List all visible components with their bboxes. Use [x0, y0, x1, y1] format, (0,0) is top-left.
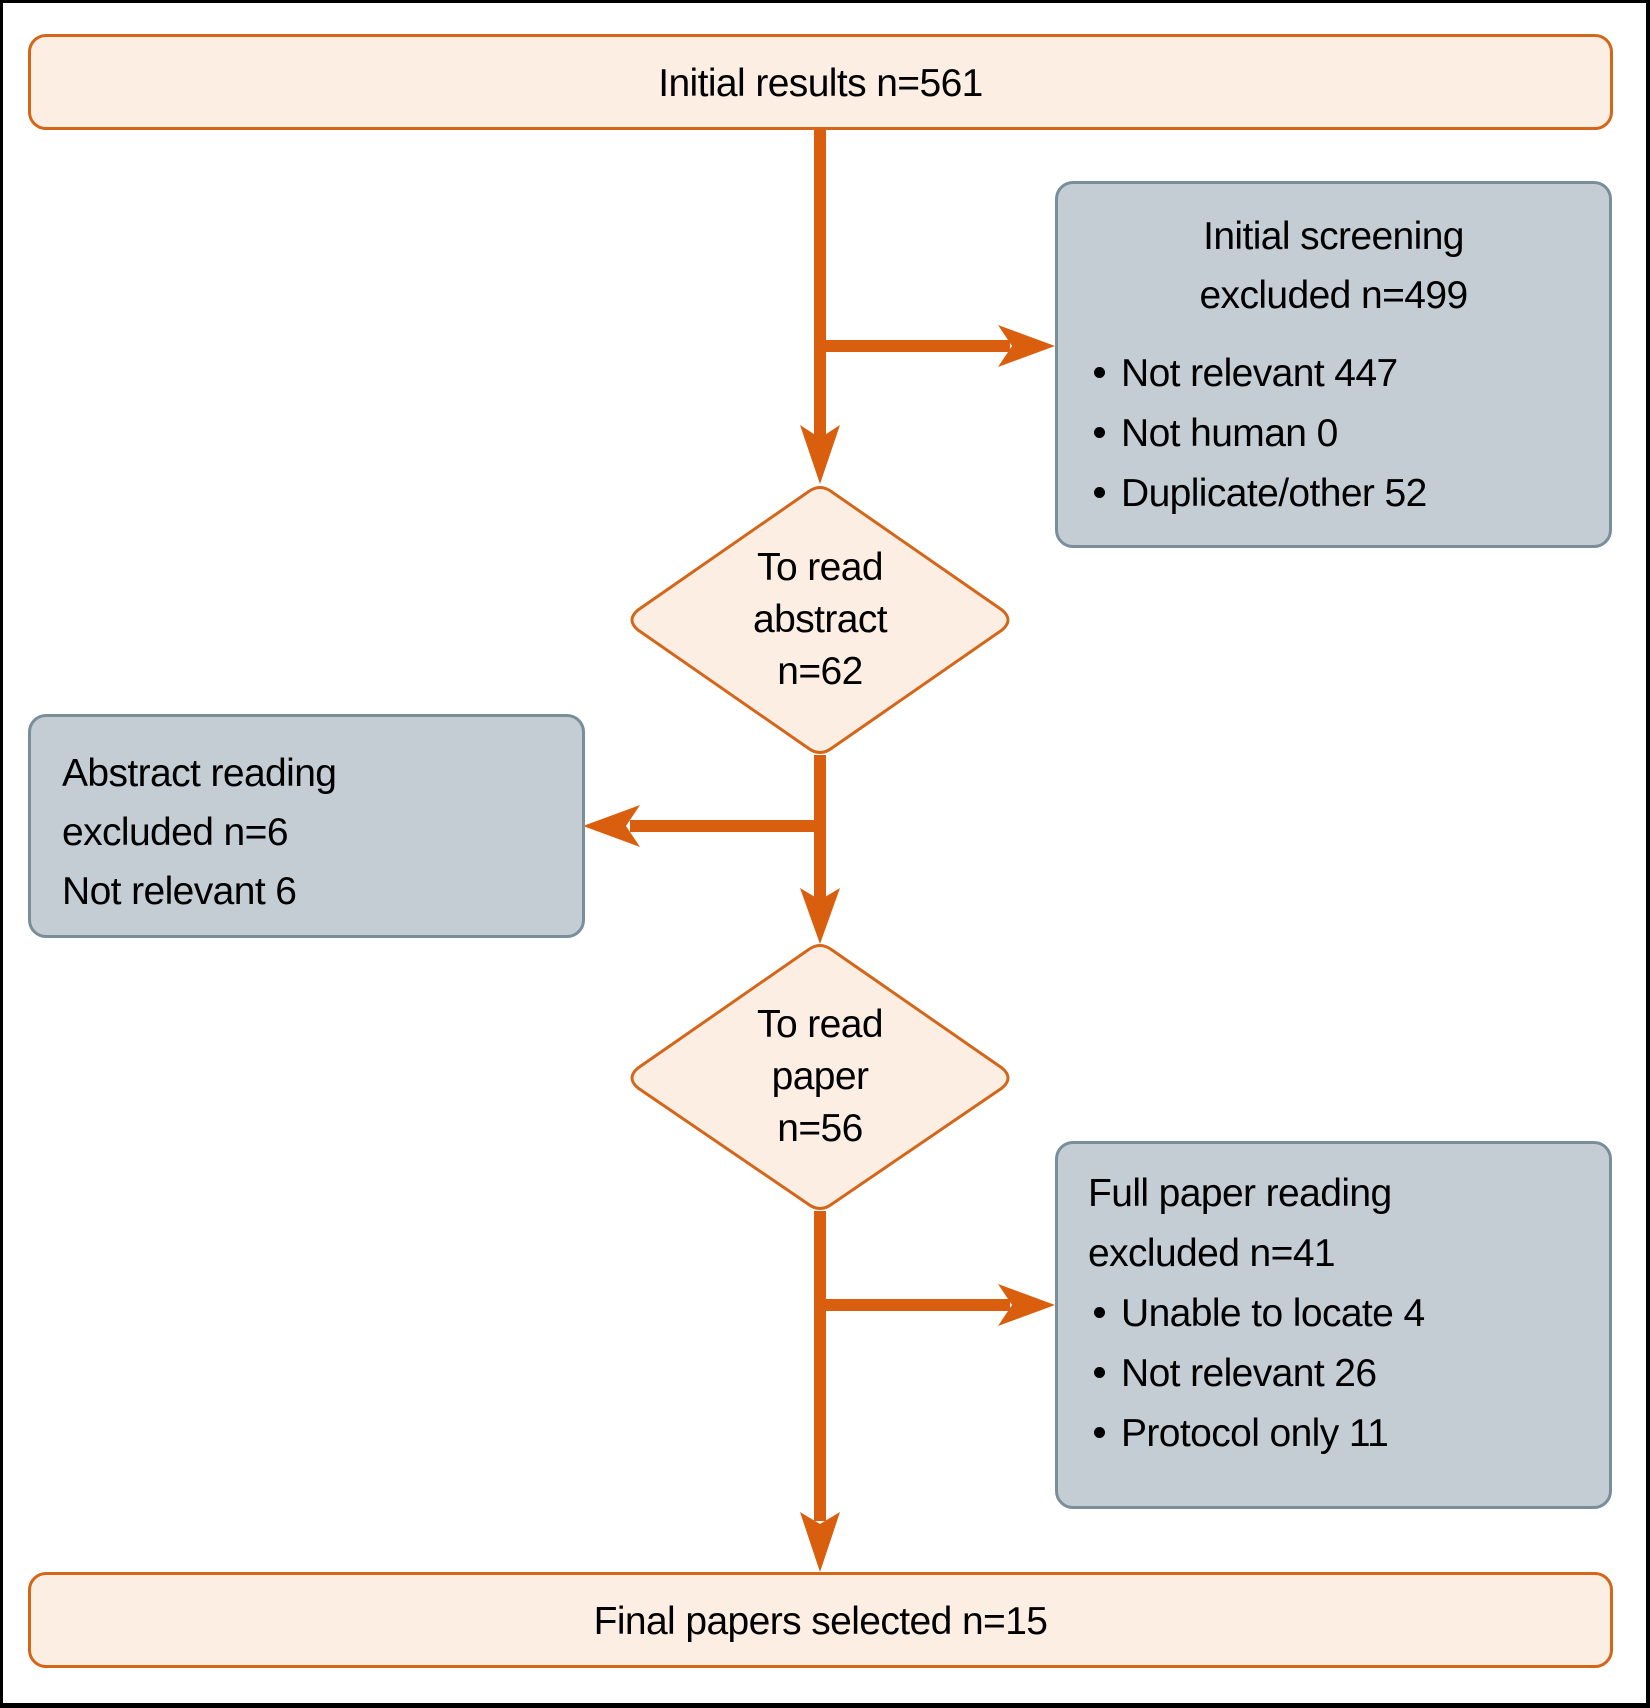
node-to-read-abstract: To read abstract n=62 [660, 548, 980, 698]
exclusion-abstract-reading: Abstract reading excluded n=6 Not releva… [28, 714, 585, 938]
node-final-papers: Final papers selected n=15 [28, 1572, 1613, 1668]
arrowhead-right-to-initial-screening [998, 325, 1055, 367]
diamond-abstract-line-2: abstract [753, 598, 888, 641]
initial-screening-item: Not relevant 447 [1094, 354, 1398, 393]
connector-branch-full-paper-reading [820, 1299, 1010, 1311]
bullet-icon [1094, 1427, 1105, 1439]
decision-diamond-paper [630, 944, 1010, 1210]
node-initial-results: Initial results n=561 [28, 34, 1613, 130]
abstract-reading-title-line-2: excluded n=6 [62, 811, 289, 854]
exclusion-initial-screening: Initial screening excluded n=499 Not rel… [1055, 181, 1612, 548]
abstract-reading-title-line-1: Abstract reading [62, 752, 337, 795]
full-paper-item: Protocol only 11 [1094, 1414, 1389, 1453]
connector-branch-abstract-reading [630, 820, 820, 832]
connector-paper-to-final [814, 1211, 826, 1521]
full-paper-item: Not relevant 26 [1094, 1354, 1377, 1393]
initial-screening-title-line-2: excluded n=499 [1199, 274, 1468, 317]
arrowhead-down-to-final [800, 1512, 840, 1572]
connector-initial-to-abstract [814, 128, 826, 446]
diamond-abstract-line-3: n=62 [777, 650, 863, 693]
arrowhead-left-to-abstract-reading [583, 805, 640, 847]
initial-screening-item: Not human 0 [1094, 414, 1338, 453]
exclusion-full-paper-reading: Full paper reading excluded n=41 Unable … [1055, 1141, 1612, 1509]
bullet-icon [1094, 427, 1105, 439]
diamond-paper-line-2: paper [771, 1055, 869, 1098]
diamond-paper-line-3: n=56 [777, 1107, 863, 1150]
connector-branch-initial-screening [820, 340, 1010, 352]
full-paper-title-line-2: excluded n=41 [1088, 1232, 1336, 1275]
initial-screening-title-line-1: Initial screening [1203, 215, 1464, 258]
diamond-paper-line-1: To read [757, 1003, 883, 1046]
initial-screening-item: Duplicate/other 52 [1094, 474, 1427, 513]
bullet-icon [1094, 1367, 1105, 1379]
node-to-read-paper: To read paper n=56 [660, 1005, 980, 1155]
arrowhead-right-to-full-paper-reading [998, 1284, 1055, 1326]
arrowhead-down-to-paper-diamond [800, 888, 840, 944]
arrowhead-down-to-abstract-diamond [800, 425, 840, 484]
node-final-papers-label: Final papers selected n=15 [593, 1600, 1048, 1643]
bullet-icon [1094, 367, 1105, 379]
node-initial-results-label: Initial results n=561 [658, 62, 983, 105]
abstract-reading-item: Not relevant 6 [62, 870, 297, 913]
diamond-abstract-line-1: To read [757, 546, 883, 589]
full-paper-item: Unable to locate 4 [1094, 1294, 1425, 1333]
bullet-icon [1094, 1307, 1105, 1319]
decision-diamond-abstract [630, 486, 1010, 754]
bullet-icon [1094, 487, 1105, 499]
full-paper-title-line-1: Full paper reading [1088, 1172, 1392, 1215]
